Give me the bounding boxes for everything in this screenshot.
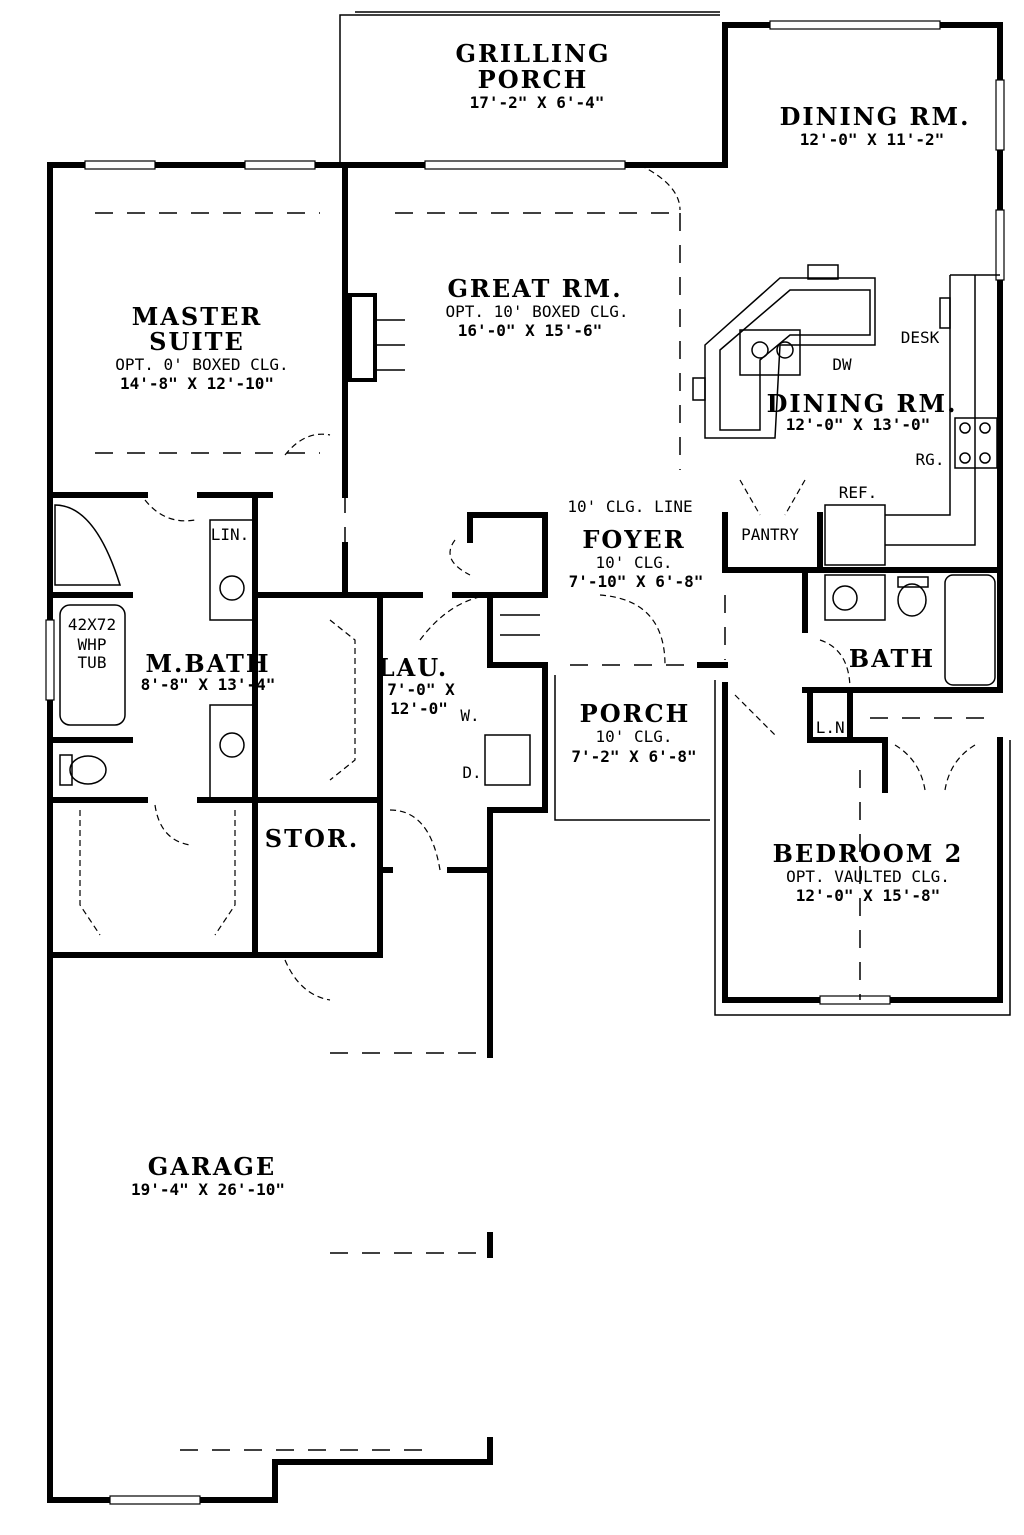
garage-dims: 19'-4" X 26'-10" [131, 1180, 285, 1199]
foyer-dims: 7'-10" X 6'-8" [569, 572, 704, 591]
room-m-bath: M.BATH 8'-8" X 13'-4" [141, 649, 276, 694]
rg-label: RG. [916, 450, 945, 469]
clg-line-label: 10' CLG. LINE [567, 497, 692, 516]
bedroom-2-dims: 12'-0" X 15'-8" [796, 886, 941, 905]
master-suite-name-1: MASTER [132, 302, 263, 331]
fixtures [45, 11, 1011, 1505]
grilling-porch-name-1: GRILLING [455, 39, 610, 68]
room-foyer: FOYER 10' CLG. 7'-10" X 6'-8" [569, 525, 704, 591]
ref-label: REF. [839, 483, 878, 502]
foyer-name: FOYER [582, 525, 685, 554]
lau-dims-2: 12'-0" [390, 699, 448, 718]
master-suite-dims: 14'-8" X 12'-10" [120, 374, 274, 393]
dryer-label: D. [462, 763, 481, 782]
porch-name: PORCH [580, 699, 691, 728]
grilling-porch-name-2: PORCH [478, 65, 589, 94]
stor-name: STOR. [265, 824, 359, 853]
tub-label-2: WHP [78, 635, 107, 654]
great-rm-dims: 16'-0" X 15'-6" [458, 321, 603, 340]
room-grilling-porch: GRILLING PORCH 17'-2" X 6'-4" [455, 39, 610, 112]
bath-name: BATH [849, 644, 935, 673]
room-lau: LAU. 7'-0" X 12'-0" [378, 653, 455, 718]
pantry-label: PANTRY [741, 525, 799, 544]
m-bath-name: M.BATH [145, 649, 270, 678]
washer-label: W. [460, 706, 479, 725]
foyer-note: 10' CLG. [595, 553, 672, 572]
bedroom-2-note: OPT. VAULTED CLG. [786, 867, 950, 886]
dining-top-dims: 12'-0" X 11'-2" [800, 130, 945, 149]
fixture-labels: DESK DW RG. REF. PANTRY 10' CLG. LINE LI… [68, 328, 945, 782]
great-rm-name: GREAT RM. [447, 274, 622, 303]
porch-dims: 7'-2" X 6'-8" [571, 747, 696, 766]
room-bath: BATH [849, 644, 935, 673]
porch-note: 10' CLG. [595, 727, 672, 746]
kitchen-dining-name: DINING RM. [767, 389, 958, 418]
garage-name: GARAGE [148, 1152, 276, 1181]
room-garage: GARAGE 19'-4" X 26'-10" [131, 1152, 285, 1199]
grilling-porch-dims: 17'-2" X 6'-4" [470, 93, 605, 112]
tub-label-1: 42X72 [68, 615, 116, 634]
doors [79, 164, 976, 1001]
tub-label-3: TUB [78, 653, 107, 672]
kitchen-dining-dims: 12'-0" X 13'-0" [786, 415, 931, 434]
ln-label: L.N. [816, 718, 855, 737]
room-porch: PORCH 10' CLG. 7'-2" X 6'-8" [571, 699, 696, 766]
great-rm-note: OPT. 10' BOXED CLG. [445, 302, 628, 321]
room-bedroom-2: BEDROOM 2 OPT. VAULTED CLG. 12'-0" X 15'… [773, 839, 964, 905]
m-bath-dims: 8'-8" X 13'-4" [141, 675, 276, 694]
bedroom-2-name: BEDROOM 2 [773, 839, 964, 868]
lin-label: LIN. [211, 525, 250, 544]
room-great-rm: GREAT RM. OPT. 10' BOXED CLG. 16'-0" X 1… [445, 274, 628, 340]
master-suite-name-2: SUITE [149, 327, 245, 356]
walls [47, 22, 1003, 1503]
room-master-suite: MASTER SUITE OPT. 0' BOXED CLG. 14'-8" X… [115, 302, 288, 393]
room-stor: STOR. [265, 824, 359, 853]
master-suite-note: OPT. 0' BOXED CLG. [115, 355, 288, 374]
lau-dims-1: 7'-0" X [387, 680, 455, 699]
room-kitchen-dining: DINING RM. 12'-0" X 13'-0" [767, 389, 958, 434]
dashed-lines [95, 212, 995, 1451]
room-dining-top: DINING RM. 12'-0" X 11'-2" [780, 102, 971, 149]
desk-label: DESK [901, 328, 940, 347]
lau-name: LAU. [378, 653, 449, 682]
dining-top-name: DINING RM. [780, 102, 971, 131]
dw-label: DW [832, 355, 852, 374]
